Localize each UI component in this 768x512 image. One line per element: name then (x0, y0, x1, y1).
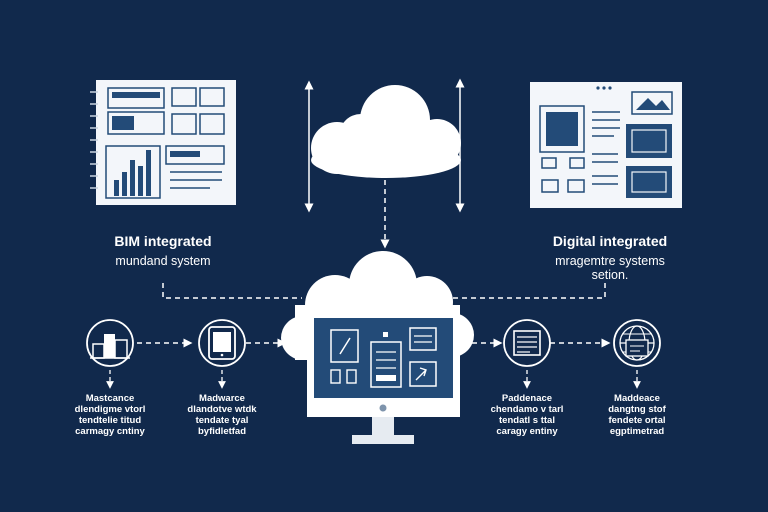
right-connector (446, 283, 606, 299)
monitor-icon (307, 310, 460, 444)
node-2-line3: tendate tyal (195, 415, 249, 426)
bim-document-panel (90, 80, 236, 205)
node-4-line1: Maddeace (614, 393, 660, 404)
node-2-line4: byfidletfad (197, 426, 247, 437)
node-3-line2: chendamo v tarl (490, 404, 564, 415)
node-2-line2: dlandotve wtdk (187, 404, 257, 415)
node-3-line1: Paddenace (501, 393, 553, 404)
node-4-line3: fendete ortal (608, 415, 666, 426)
node-1-line1: Mastcance (85, 393, 135, 404)
left-system-subtitle: mundand system (115, 254, 211, 268)
document-icon (503, 319, 551, 367)
top-cloud (311, 85, 461, 178)
right-system-title: Digital integrated (552, 233, 668, 249)
buildings-icon (86, 319, 134, 367)
node-1-line2: dlendigme vtorl (74, 404, 146, 415)
node-1-line3: tendtelie titud (78, 415, 142, 426)
node-3-line3: tendatl s ttal (499, 415, 555, 426)
globe-icon (613, 319, 661, 367)
node-3-label: Paddenace chendamo v tarl tendatl s ttal… (479, 393, 575, 437)
node-4-label: Maddeace dangtng stof fendete ortal egpt… (589, 393, 685, 437)
left-connector (162, 283, 302, 299)
node-1-label: Mastcance dlendigme vtorl tendtelie titu… (62, 393, 158, 437)
node-4-line2: dangtng stof (608, 404, 666, 415)
left-system-title: BIM integrated (114, 233, 212, 249)
digital-document-panel (530, 82, 682, 208)
node-3-line4: caragy entiny (496, 426, 558, 437)
tablet-icon (198, 319, 246, 367)
right-system-subtitle-line1: mragemtre systems (555, 254, 665, 268)
right-system-subtitle-line2: setion. (591, 268, 629, 282)
node-2-line1: Madwarce (199, 393, 245, 404)
node-1-line4: carmagy cntiny (75, 426, 145, 437)
node-4-line4: egptimetrad (609, 426, 665, 437)
node-2-label: Madwarce dlandotve wtdk tendate tyal byf… (174, 393, 270, 437)
